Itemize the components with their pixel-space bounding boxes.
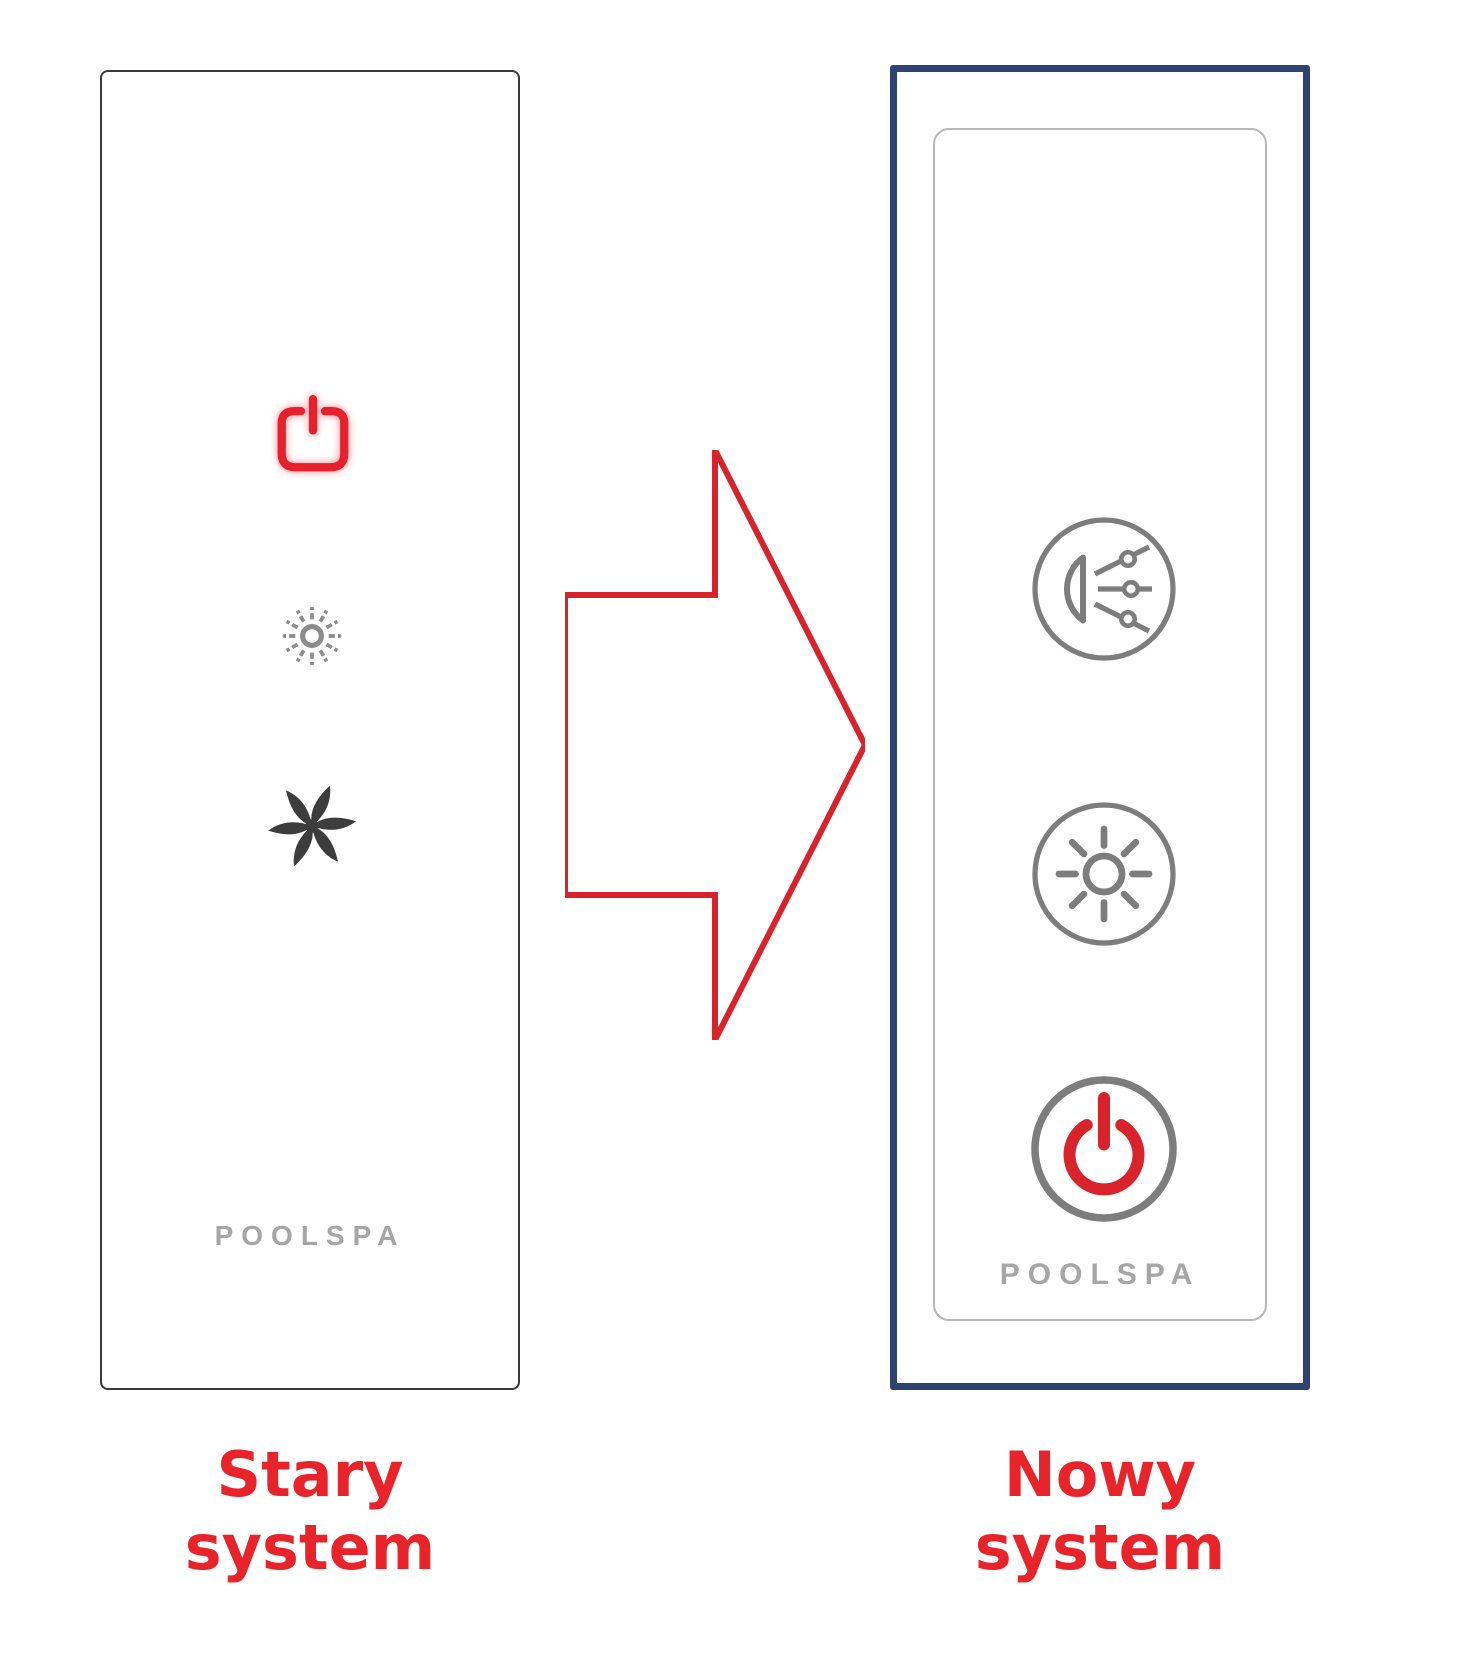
new-system-label: Nowy system	[974, 1438, 1226, 1584]
light-icon	[260, 584, 364, 688]
right-arrow	[565, 450, 865, 1040]
old-system-label: Stary system	[184, 1438, 436, 1584]
light-icon	[1029, 799, 1179, 949]
brand-logo: POOLSPA	[999, 1258, 1201, 1291]
old-control-panel: POOLSPA	[100, 70, 520, 1390]
power-icon	[267, 390, 359, 482]
new-control-panel: POOLSPA	[890, 65, 1310, 1390]
new-panel-face: POOLSPA	[933, 128, 1267, 1321]
jets-fan-icon	[256, 770, 368, 882]
power-icon	[1029, 1074, 1179, 1224]
brand-logo: POOLSPA	[214, 1220, 406, 1251]
hydrojets-icon	[1029, 514, 1179, 664]
